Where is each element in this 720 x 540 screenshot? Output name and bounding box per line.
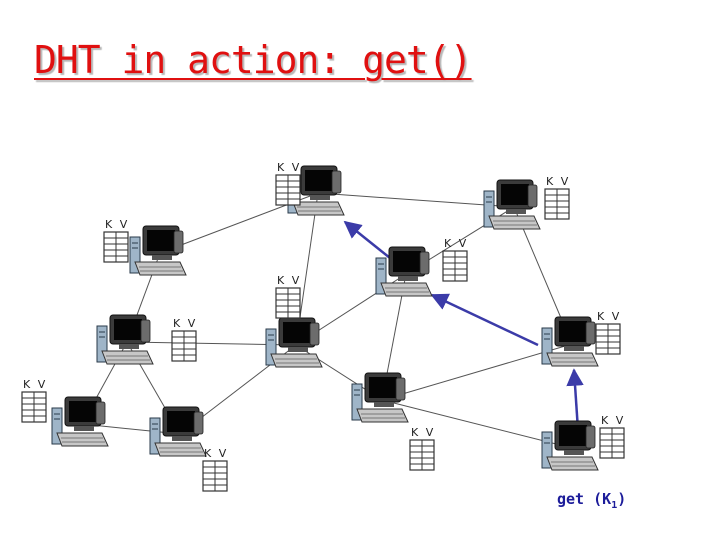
computer-icon bbox=[149, 406, 207, 457]
query-arrow bbox=[430, 293, 539, 347]
table-header: K V bbox=[23, 378, 47, 391]
computer-icon bbox=[541, 420, 599, 471]
query-arrow bbox=[566, 368, 584, 431]
key-value-table-icon bbox=[409, 439, 435, 471]
query-subscript: 1 bbox=[611, 500, 618, 511]
computer-icon bbox=[51, 396, 109, 447]
key-value-table-icon bbox=[544, 188, 570, 220]
network-link bbox=[381, 343, 573, 401]
computer-icon bbox=[351, 372, 409, 423]
get-query-label: get (K1) bbox=[557, 490, 626, 511]
table-header: K V bbox=[105, 218, 129, 231]
slide-title: DHT in action: get() bbox=[34, 38, 473, 82]
table-header: K V bbox=[277, 274, 301, 287]
query-close: ) bbox=[617, 490, 627, 508]
table-headers: K V K V K V K V K V K V K V K V K V K V … bbox=[23, 161, 625, 460]
query-path bbox=[343, 220, 584, 431]
key-value-table-icon bbox=[21, 391, 47, 423]
query-text: get (K bbox=[557, 490, 612, 508]
computer-icon bbox=[265, 317, 323, 368]
key-value-table-icon bbox=[202, 460, 228, 492]
table-header: K V bbox=[173, 317, 197, 330]
table-header: K V bbox=[601, 414, 625, 427]
key-value-table-icon bbox=[103, 231, 129, 263]
table-header: K V bbox=[546, 175, 570, 188]
network-link bbox=[317, 192, 515, 208]
key-value-table-icon bbox=[275, 287, 301, 319]
table-header: K V bbox=[204, 447, 228, 460]
table-header: K V bbox=[277, 161, 301, 174]
peers bbox=[51, 165, 599, 471]
table-header: K V bbox=[597, 310, 621, 323]
key-value-table-icon bbox=[442, 250, 468, 282]
table-header: K V bbox=[444, 237, 468, 250]
query-arrow bbox=[343, 220, 391, 259]
key-value-table-icon bbox=[599, 427, 625, 459]
key-value-table-icon bbox=[275, 174, 301, 206]
table-header: K V bbox=[411, 426, 435, 439]
network-link bbox=[381, 399, 573, 449]
computer-icon bbox=[541, 316, 599, 367]
key-value-table-icon bbox=[171, 330, 197, 362]
computer-icon bbox=[129, 225, 187, 276]
computer-icon bbox=[96, 314, 154, 365]
key-value-table-icon bbox=[595, 323, 621, 355]
computer-icon bbox=[483, 179, 541, 230]
